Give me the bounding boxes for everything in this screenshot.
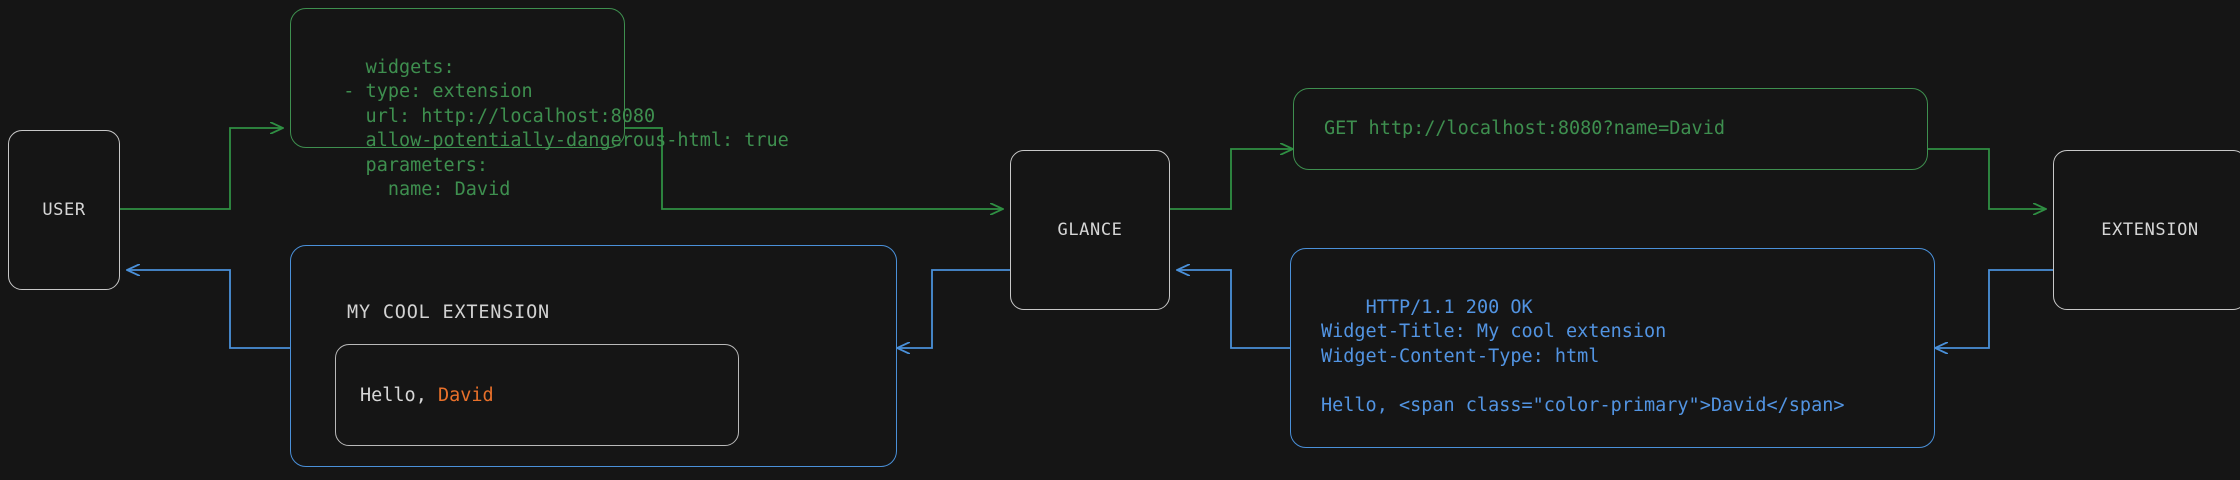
node-glance-label: GLANCE [1057,220,1123,240]
http-response-text: HTTP/1.1 200 OK Widget-Title: My cool ex… [1321,296,1845,416]
edge-http-request-to-extension [1928,149,2046,209]
greeting-name: David [437,385,494,406]
card-http-request: GET http://localhost:8080?name=David [1293,88,1928,170]
edge-http-response-to-glance [1177,270,1290,349]
rendered-widget-content-box: Hello, David [335,344,739,446]
card-config-yaml: widgets: - type: extension url: http://l… [290,8,789,200]
node-user-label: USER [42,200,86,220]
http-request-text: GET http://localhost:8080?name=David [1324,117,1725,139]
edge-glance-to-http-request [1170,149,1293,210]
node-extension-label: EXTENSION [2101,220,2199,240]
config-yaml-text: widgets: - type: extension url: http://l… [343,56,789,201]
node-extension[interactable]: EXTENSION [2053,150,2240,310]
edge-rendered-widget-to-user [127,270,290,349]
edge-extension-to-http-response [1935,269,2053,348]
node-glance[interactable]: GLANCE [1010,150,1170,310]
rendered-widget-title: MY COOL EXTENSION [347,302,550,323]
edge-user-to-config [120,128,283,210]
node-user[interactable]: USER [8,130,120,290]
card-rendered-widget: MY COOL EXTENSION Hello, David [290,245,897,467]
greeting-prefix: Hello, [360,385,438,406]
edge-http-request-to-extension-line [1928,148,2046,209]
edge-glance-to-rendered-widget [897,269,1010,348]
rendered-widget-greeting: Hello, David [360,385,494,406]
card-http-response: HTTP/1.1 200 OK Widget-Title: My cool ex… [1290,248,1935,448]
